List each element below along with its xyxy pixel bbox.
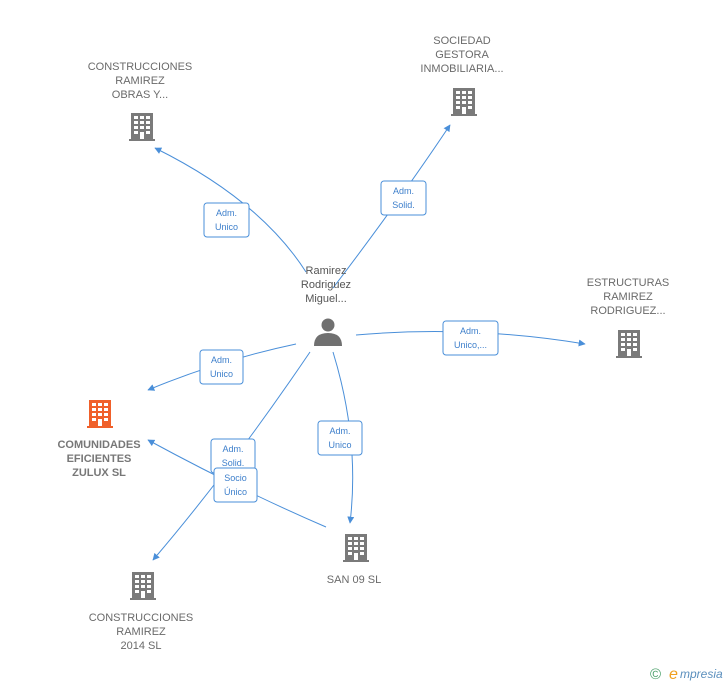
person-node[interactable]: Ramirez Rodriguez Miguel... <box>301 265 351 346</box>
company-name-line: RAMIREZ <box>603 291 653 303</box>
brand-logo-text: mpresia <box>680 667 723 681</box>
edge-text-line: Solid. <box>222 458 245 468</box>
copyright-symbol: © <box>650 666 661 683</box>
edge-text-line: Unico <box>210 369 233 379</box>
company-node-comunidades[interactable]: COMUNIDADES EFICIENTES ZULUX SL <box>57 400 141 479</box>
edge-text-line: Unico,... <box>454 340 487 350</box>
person-name-line: Rodriguez <box>301 279 351 291</box>
company-name-line: ESTRUCTURAS <box>587 277 670 289</box>
edge-label-estructuras[interactable]: Adm. Unico,... <box>442 320 499 356</box>
company-name-line: OBRAS Y... <box>112 89 168 101</box>
company-name-line: INMOBILIARIA... <box>420 63 503 75</box>
company-name-line: RAMIREZ <box>116 626 166 638</box>
company-name-line: RAMIREZ <box>115 75 165 87</box>
brand-logo-initial: e <box>669 666 678 683</box>
company-node-estructuras[interactable]: ESTRUCTURAS RAMIREZ RODRIGUEZ... <box>587 277 670 358</box>
edge-label-san09-to-comunidades[interactable]: Socio Único <box>213 467 258 503</box>
edge-text-line: Único <box>224 487 247 497</box>
edge-text-line: Adm. <box>393 186 414 196</box>
edge-text-line: Adm. <box>211 355 232 365</box>
edge-text-line: Socio <box>224 473 247 483</box>
company-name-line: EFICIENTES <box>67 453 132 465</box>
edge-label-sociedad-gestora[interactable]: Adm. Solid. <box>380 180 427 216</box>
company-name-line: ZULUX SL <box>72 467 126 479</box>
company-name-line: CONSTRUCCIONES <box>89 612 194 624</box>
person-name-line: Miguel... <box>305 293 347 305</box>
edge-text-line: Adm. <box>329 426 350 436</box>
edge-text-line: Solid. <box>392 200 415 210</box>
building-icon <box>616 330 642 358</box>
empresia-watermark: © e mpresia <box>650 666 723 683</box>
company-name-line: 2014 SL <box>121 640 162 652</box>
building-icon <box>130 572 156 600</box>
edge-label-comunidades[interactable]: Adm. Unico <box>199 349 244 385</box>
person-icon <box>314 318 342 346</box>
company-name-line: COMUNIDADES <box>57 439 140 451</box>
building-icon <box>343 534 369 562</box>
edge-text-line: Adm. <box>216 208 237 218</box>
company-name-line: RODRIGUEZ... <box>590 305 665 317</box>
building-icon <box>451 88 477 116</box>
company-node-san09[interactable]: SAN 09 SL <box>327 534 381 586</box>
company-name-line: GESTORA <box>435 49 489 61</box>
company-name-line: SOCIEDAD <box>433 35 491 47</box>
company-name-line: SAN 09 SL <box>327 574 381 586</box>
person-name-line: Ramirez <box>306 265 347 277</box>
building-icon <box>129 113 155 141</box>
company-node-sociedad-gestora[interactable]: SOCIEDAD GESTORA INMOBILIARIA... <box>420 35 504 116</box>
edge-text-line: Adm. <box>222 444 243 454</box>
edge-label-san09[interactable]: Adm. Unico <box>317 420 363 456</box>
company-node-construcciones-2014[interactable]: CONSTRUCCIONES RAMIREZ 2014 SL <box>89 572 194 652</box>
edge-text-line: Adm. <box>460 326 481 336</box>
edge-label-construcciones-obras[interactable]: Adm. Unico <box>203 202 250 238</box>
company-name-line: CONSTRUCCIONES <box>88 61 193 73</box>
building-icon <box>87 400 113 428</box>
edge-text-line: Unico <box>215 222 238 232</box>
company-node-construcciones-obras[interactable]: CONSTRUCCIONES RAMIREZ OBRAS Y... <box>88 61 193 141</box>
edge-text-line: Unico <box>328 440 351 450</box>
